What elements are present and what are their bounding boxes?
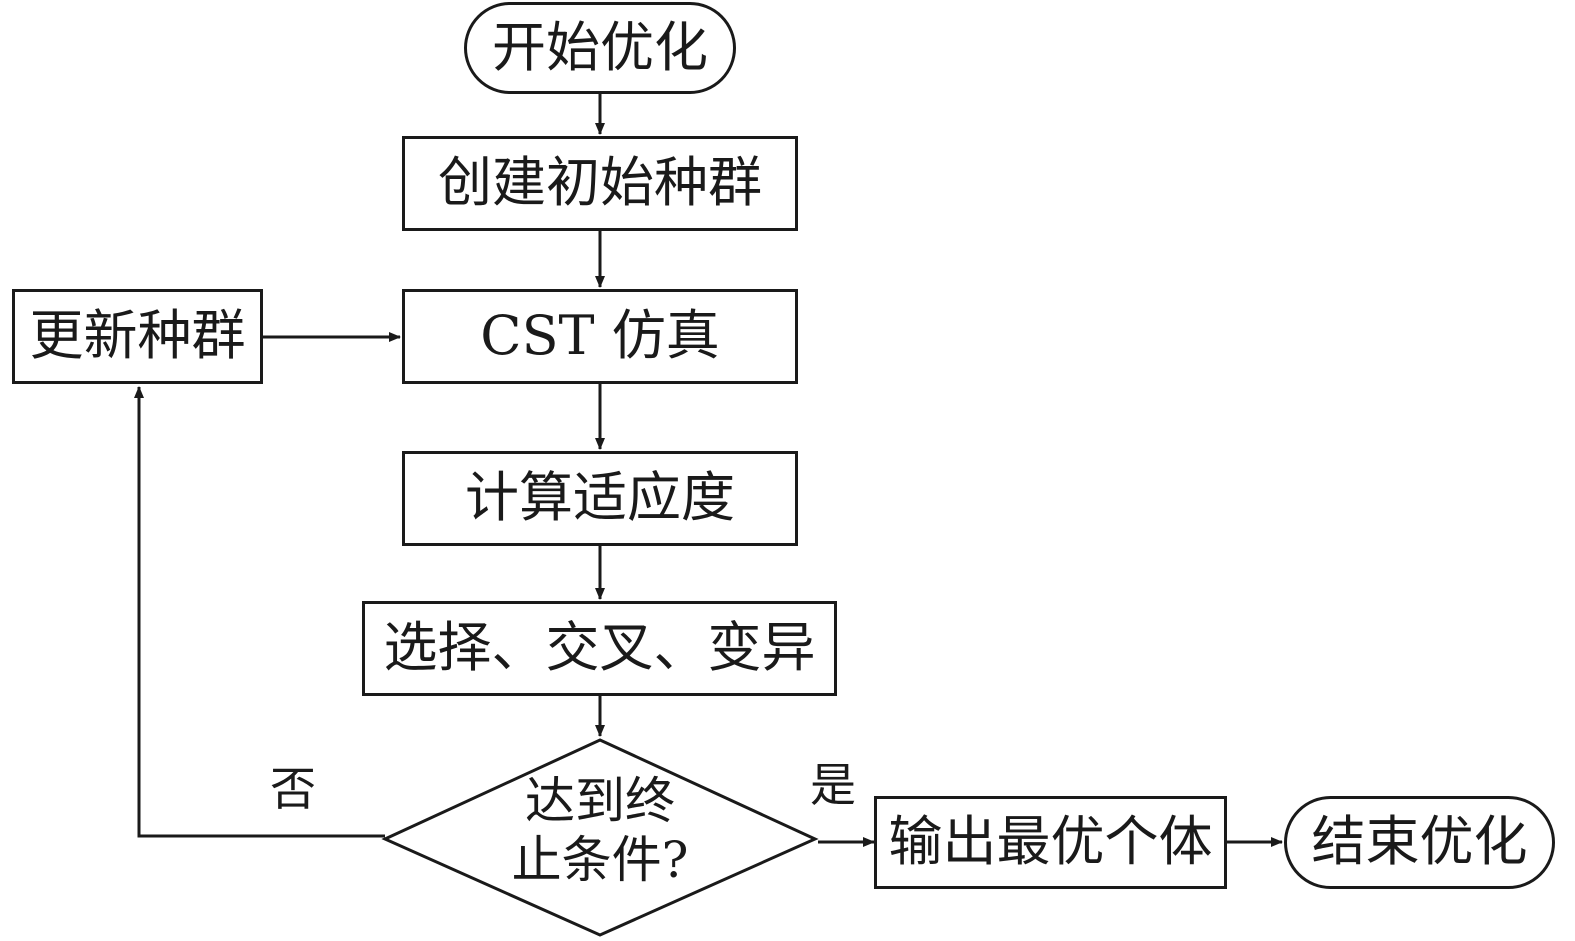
- main-flow-arrows: [134, 94, 1283, 847]
- start-terminal: 开始优化: [464, 2, 736, 94]
- condition-line-2: 止条件?: [511, 831, 689, 889]
- condition-text: 达到终 止条件?: [480, 772, 720, 890]
- operators-label: 选择、交叉、变异: [383, 616, 816, 680]
- condition-line-1: 达到终: [525, 772, 675, 830]
- simulation-label: CST 仿真: [480, 304, 720, 368]
- fitness-box: 计算适应度: [402, 451, 798, 546]
- arrow-condition-no-to-update: [134, 386, 385, 838]
- update-population-box: 更新种群: [12, 289, 263, 384]
- init-population-box: 创建初始种群: [402, 136, 798, 231]
- branch-no-label: 否: [270, 762, 316, 816]
- fitness-label: 计算适应度: [465, 466, 735, 530]
- init-population-label: 创建初始种群: [438, 151, 762, 215]
- simulation-box: CST 仿真: [402, 289, 798, 384]
- branch-yes-label: 是: [810, 758, 856, 812]
- decision-diamond: [381, 738, 819, 937]
- operators-box: 选择、交叉、变异: [362, 601, 837, 696]
- output-best-label: 输出最优个体: [888, 810, 1213, 874]
- end-label: 结束优化: [1311, 810, 1528, 874]
- update-population-label: 更新种群: [29, 304, 246, 368]
- start-label: 开始优化: [492, 15, 708, 79]
- output-best-box: 输出最优个体: [874, 796, 1227, 889]
- end-terminal: 结束优化: [1284, 796, 1555, 889]
